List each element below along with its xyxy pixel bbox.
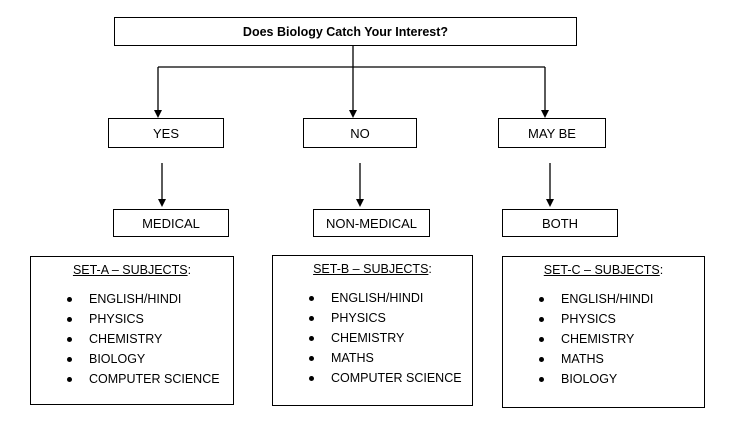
subject-label: CHEMISTRY [561,332,635,346]
bullet-icon [67,337,72,342]
answer-maybe-label: MAY BE [528,125,576,141]
subject-label: BIOLOGY [89,352,146,366]
bullet-icon [539,297,544,302]
set-a-colon: : [187,263,192,277]
bullet-icon [539,377,544,382]
subject-label: COMPUTER SCIENCE [89,372,220,386]
list-item: CHEMISTRY [309,328,472,348]
subject-label: COMPUTER SCIENCE [331,371,462,385]
list-item: CHEMISTRY [539,329,704,349]
subject-label: BIOLOGY [561,372,618,386]
subject-label: ENGLISH/HINDI [89,292,182,306]
subject-label: CHEMISTRY [89,332,163,346]
set-a-heading: SET-A – SUBJECTS: [31,263,233,277]
list-item: BIOLOGY [67,349,233,369]
bullet-icon [67,357,72,362]
bullet-icon [539,337,544,342]
set-a-subject-list: ENGLISH/HINDI PHYSICS CHEMISTRY BIOLOGY … [31,289,233,389]
list-item: ENGLISH/HINDI [309,288,472,308]
set-c-title: SET-C – SUBJECTS [543,263,660,277]
set-c-heading: SET-C – SUBJECTS: [503,263,704,277]
list-item: PHYSICS [309,308,472,328]
subject-label: MATHS [561,352,604,366]
set-a-title: SET-A – SUBJECTS [72,263,188,277]
list-item: PHYSICS [539,309,704,329]
bullet-icon [309,316,314,321]
list-item: COMPUTER SCIENCE [67,369,233,389]
list-item: PHYSICS [67,309,233,329]
set-c-colon: : [659,263,664,277]
bullet-icon [309,336,314,341]
question-box: Does Biology Catch Your Interest? [114,17,577,46]
list-item: CHEMISTRY [67,329,233,349]
list-item: MATHS [309,348,472,368]
answer-yes-box: YES [108,118,224,148]
subject-label: MATHS [331,351,374,365]
list-item: COMPUTER SCIENCE [309,368,472,388]
list-item: ENGLISH/HINDI [67,289,233,309]
subject-label: ENGLISH/HINDI [331,291,424,305]
subject-label: PHYSICS [331,311,386,325]
stream-non-medical-box: NON-MEDICAL [313,209,430,237]
answer-yes-label: YES [152,125,179,141]
stream-non-medical-label: NON-MEDICAL [325,215,417,231]
answer-no-box: NO [303,118,417,148]
set-a-box: SET-A – SUBJECTS: ENGLISH/HINDI PHYSICS … [30,256,234,405]
bullet-icon [539,317,544,322]
stream-both-label: BOTH [541,215,579,231]
subject-label: ENGLISH/HINDI [561,292,654,306]
question-text: Does Biology Catch Your Interest? [242,24,449,39]
bullet-icon [67,297,72,302]
set-b-colon: : [428,262,432,276]
set-b-box: SET-B – SUBJECTS: ENGLISH/HINDI PHYSICS … [272,255,473,406]
set-c-subject-list: ENGLISH/HINDI PHYSICS CHEMISTRY MATHS BI… [503,289,704,389]
stream-medical-box: MEDICAL [113,209,229,237]
bullet-icon [309,296,314,301]
set-b-heading: SET-B – SUBJECTS: [273,262,472,276]
set-c-box: SET-C – SUBJECTS: ENGLISH/HINDI PHYSICS … [502,256,705,408]
stream-both-box: BOTH [502,209,618,237]
bullet-icon [539,357,544,362]
list-item: ENGLISH/HINDI [539,289,704,309]
subject-label: CHEMISTRY [331,331,405,345]
bullet-icon [67,377,72,382]
bullet-icon [309,376,314,381]
set-b-subject-list: ENGLISH/HINDI PHYSICS CHEMISTRY MATHS CO… [273,288,472,388]
subject-label: PHYSICS [561,312,616,326]
answer-no-label: NO [350,125,370,141]
subject-label: PHYSICS [89,312,144,326]
list-item: BIOLOGY [539,369,704,389]
list-item: MATHS [539,349,704,369]
answer-maybe-box: MAY BE [498,118,606,148]
stream-medical-label: MEDICAL [142,215,200,231]
set-b-title: SET-B – SUBJECTS [313,262,429,276]
bullet-icon [309,356,314,361]
bullet-icon [67,317,72,322]
